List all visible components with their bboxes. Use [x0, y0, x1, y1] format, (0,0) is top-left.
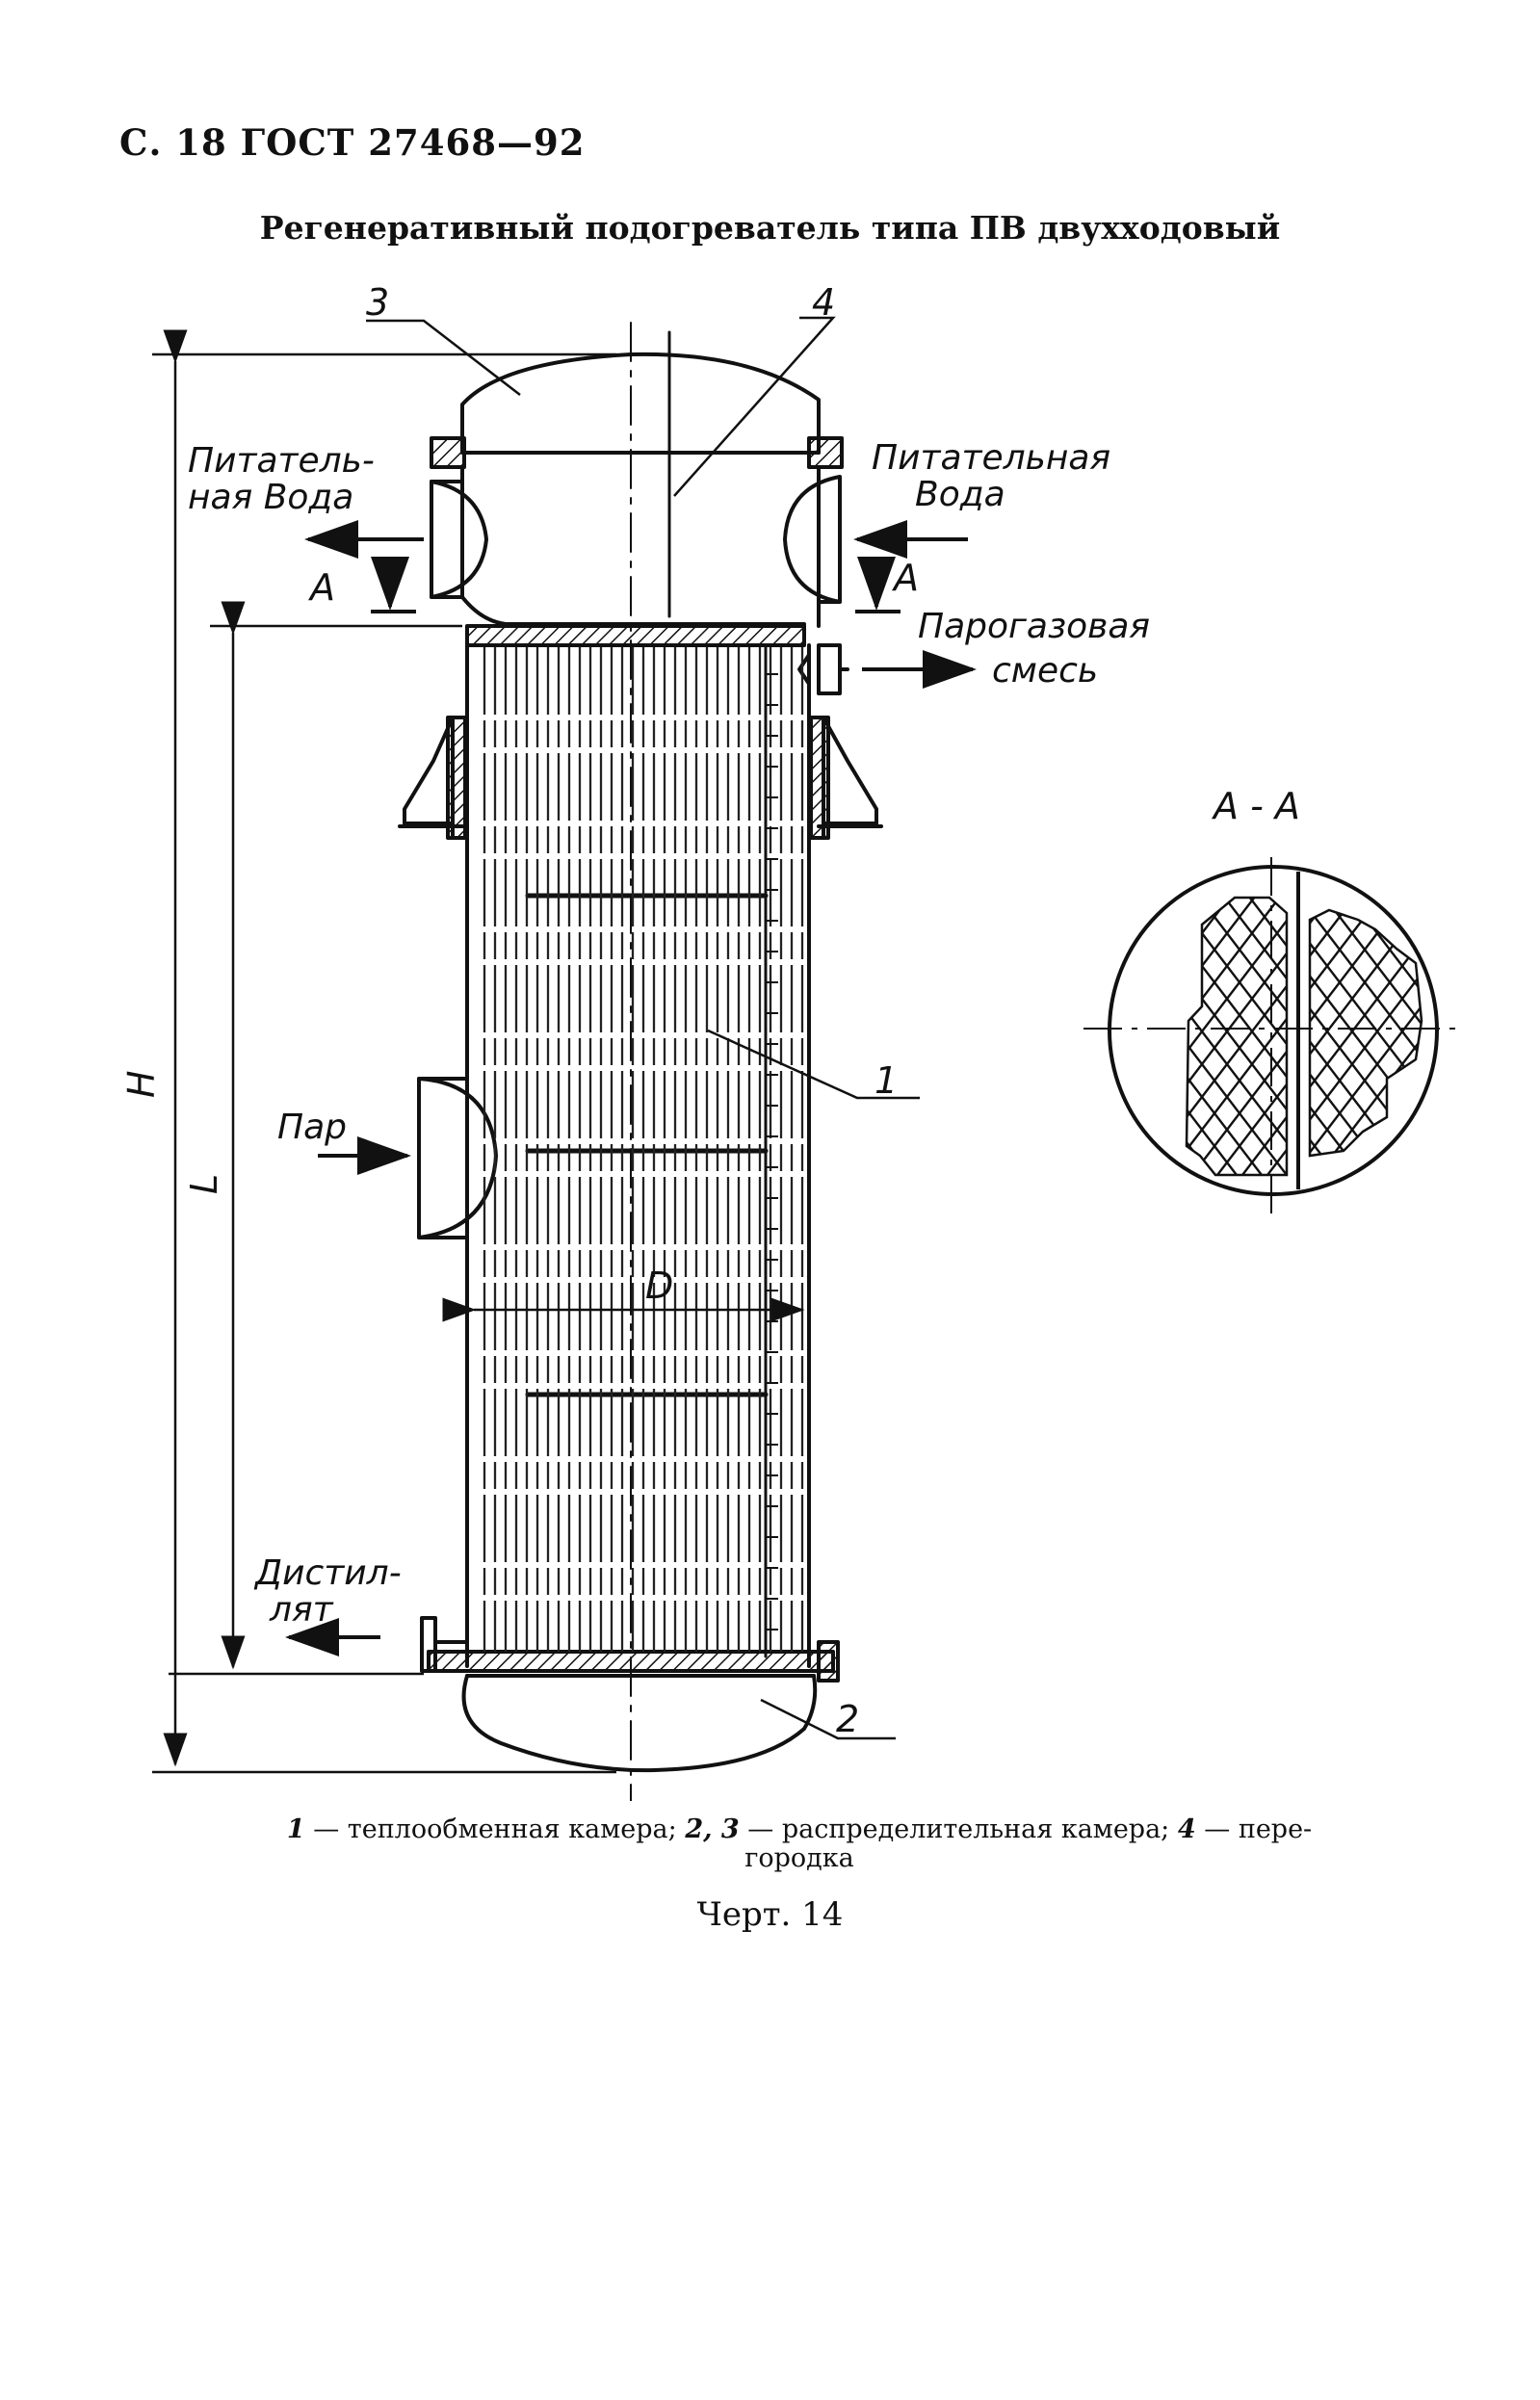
section-marker-left: А [307, 566, 335, 609]
label-feed-water-left-2: ная Вода [188, 478, 353, 517]
page-header: С. 18 ГОСТ 27468—92 [119, 121, 586, 164]
gas-mix-outlet [797, 643, 849, 695]
dim-d-label: D [645, 1265, 673, 1307]
section-marker-right: А [891, 557, 919, 599]
upper-tube-sheet [465, 624, 806, 647]
callout-2: 2 [836, 1698, 859, 1740]
caption-num-4: 4 [1177, 1814, 1196, 1844]
label-gas-mix-2: смесь [992, 651, 1098, 691]
technical-drawing: 3 4 1 2 H L D Питатель- ная Вода Питател… [120, 281, 1464, 1801]
bottom-distribution-chamber [461, 1674, 818, 1773]
dim-h-label: H [120, 1070, 163, 1098]
drawing-title: Регенеративный подогреватель типа ПВ дву… [259, 209, 1281, 247]
caption-text-1: — теплообменная камера; [304, 1814, 686, 1844]
callout-1: 1 [874, 1059, 898, 1102]
dim-l-label: L [183, 1174, 225, 1194]
caption-num-1: 1 [286, 1814, 305, 1844]
shell [465, 643, 811, 1668]
top-distribution-chamber [430, 330, 844, 628]
baffles [525, 893, 769, 1397]
figure-caption: 1 — теплообменная камера; 2, 3 — распред… [246, 1815, 1353, 1873]
label-feed-water-left-1: Питатель- [188, 441, 375, 481]
caption-num-23: 2, 3 [685, 1814, 740, 1844]
label-feed-water-right-1: Питательная [872, 438, 1110, 478]
callout-4: 4 [812, 281, 835, 324]
caption-text-4b: городка [744, 1843, 854, 1873]
section-title: А - А [1211, 785, 1300, 827]
label-feed-water-right-2: Вода [915, 475, 1005, 514]
figure-label: Черт. 14 [696, 1895, 844, 1934]
section-a-a [1083, 857, 1464, 1218]
support-lugs [398, 716, 883, 840]
callout-3: 3 [366, 281, 389, 324]
tube-bundle [483, 647, 804, 1652]
label-gas-mix-1: Парогазовая [918, 607, 1150, 646]
label-distillate-2: лят [269, 1590, 334, 1630]
label-steam: Пар [277, 1108, 347, 1147]
label-distillate-1: Дистил- [253, 1553, 402, 1593]
caption-text-4: — пере- [1195, 1814, 1313, 1844]
caption-text-23: — распределительная камера; [739, 1814, 1178, 1844]
